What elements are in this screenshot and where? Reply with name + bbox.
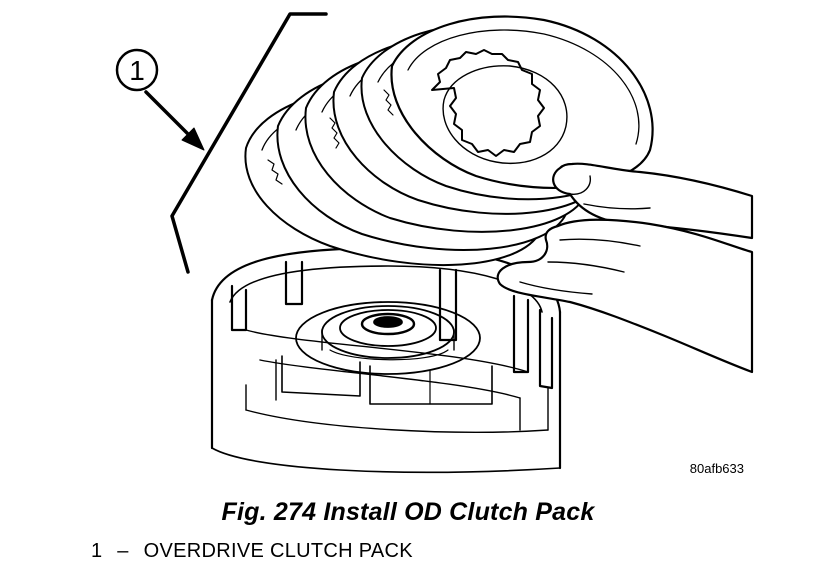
bracket-line [170, 12, 328, 274]
clutch-disc-stack [244, 15, 654, 267]
legend-dash: – [117, 540, 129, 562]
legend-item: 1 – OVERDRIVE CLUTCH PACK [91, 540, 413, 563]
legend-text: OVERDRIVE CLUTCH PACK [143, 540, 413, 562]
clutch-pack-illustration: 1 80afb633 [115, 12, 754, 476]
figure-caption: Fig. 274 Install OD Clutch Pack [221, 498, 595, 526]
clutch-drum [210, 246, 562, 474]
legend-number: 1 [91, 540, 103, 562]
image-reference-code: 80afb633 [690, 461, 744, 476]
center-hub [295, 301, 481, 375]
hand-upper [552, 162, 754, 240]
hand-lower [496, 218, 754, 374]
callout-number: 1 [129, 55, 145, 86]
callout-1 [115, 48, 205, 151]
